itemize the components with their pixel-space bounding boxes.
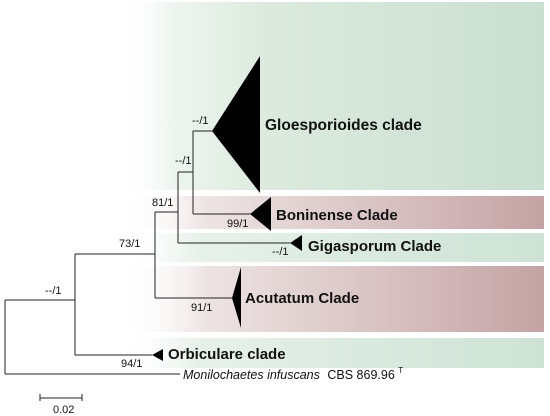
acutatum-band — [120, 266, 544, 332]
support-orbiculare: 94/1 — [121, 358, 142, 370]
boninense-band — [120, 196, 544, 229]
outgroup-label: Monilochaetes infuscans CBS 869.96 T — [183, 366, 403, 382]
gigasporum-label: Gigasporum Clade — [308, 238, 441, 255]
outgroup-species: Monilochaetes infuscans — [183, 368, 320, 382]
acutatum-triangle — [232, 267, 241, 328]
gigasporum-triangle — [290, 235, 302, 251]
tree-branches — [4, 130, 290, 375]
support-acutatum: 91/1 — [191, 302, 212, 314]
scale-bar-label: 0.02 — [53, 404, 74, 416]
orbiculare-label: Orbiculare clade — [168, 346, 286, 363]
boninense-triangle — [250, 197, 271, 231]
outgroup-type-marker: T — [398, 366, 403, 375]
root-branch — [4, 299, 180, 375]
scale-bar-line — [39, 394, 83, 401]
support-acutatum-core: 73/1 — [119, 238, 140, 250]
scale-bar: 0.02 — [39, 394, 83, 416]
gloesporioides-band — [120, 2, 544, 190]
main-core-node — [177, 171, 290, 244]
support-boninense: 99/1 — [227, 218, 248, 230]
support-gloesporioides: --/1 — [192, 115, 209, 127]
gloesporioides-label: Gloesporioides clade — [265, 117, 422, 134]
acutatum-label: Acutatum Clade — [245, 290, 359, 307]
orbiculare-triangle — [152, 349, 163, 361]
support-root-ingroup: --/1 — [45, 285, 62, 297]
orbiculare-band — [120, 338, 544, 368]
support-glo-boninense: --/1 — [175, 155, 192, 167]
gloesporioides-triangle — [212, 56, 260, 193]
core-acutatum-node — [154, 211, 232, 299]
outgroup-strain: CBS 869.96 — [327, 368, 394, 382]
ingroup-node — [74, 253, 155, 356]
support-gigasporum: --/1 — [272, 246, 289, 258]
gigasporum-band — [120, 233, 544, 262]
support-main-core: 81/1 — [152, 197, 173, 209]
glo-boninense-node — [192, 130, 250, 215]
boninense-label: Boninense Clade — [276, 207, 398, 224]
